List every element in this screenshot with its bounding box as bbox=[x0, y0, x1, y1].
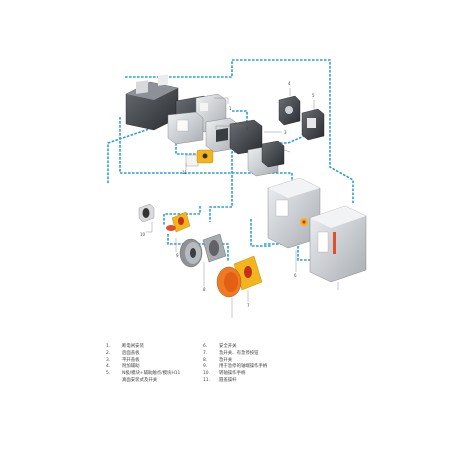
switch-main-unit bbox=[125, 74, 179, 131]
callout-1: 1 bbox=[229, 106, 232, 111]
legend-item: 8.急开关 bbox=[203, 357, 233, 363]
yellow-shaft-handle bbox=[185, 149, 214, 167]
callout-6: 6 bbox=[294, 273, 297, 278]
legend-item: 真面安装式及开关 bbox=[122, 377, 158, 383]
module-group-lower bbox=[247, 140, 285, 177]
callout-10: 10 bbox=[140, 232, 146, 237]
rotary-handle-small bbox=[138, 203, 155, 223]
module-group-top bbox=[167, 93, 227, 145]
legend-right: 6.安全开关 7.急开关、有急停按钮 8.急开关 9.用于急停的轴端操作手柄 1… bbox=[203, 344, 267, 385]
connector-line bbox=[209, 151, 249, 222]
small-enclosure-4 bbox=[278, 95, 301, 126]
connector-line bbox=[232, 110, 248, 121]
module-group-middle bbox=[205, 117, 263, 155]
legend-item: 11.圆盖操杆 bbox=[203, 377, 237, 383]
legend-item: 1.断电闸安装 bbox=[106, 344, 144, 349]
connector-line bbox=[119, 117, 293, 184]
legend-item: 3.平开盖板 bbox=[106, 357, 140, 363]
callout-leaders bbox=[146, 88, 339, 318]
small-enclosure-5 bbox=[301, 108, 325, 141]
connector-line bbox=[125, 59, 354, 203]
orange-emergency-disc bbox=[216, 255, 263, 298]
legend-item: 7.急开关、有急停按钮 bbox=[203, 350, 259, 356]
callout-8: 8 bbox=[203, 287, 206, 292]
legend-item: 9.用于急停的轴端操作手柄 bbox=[203, 364, 268, 370]
callout-3: 3 bbox=[284, 130, 287, 135]
callout-4: 4 bbox=[288, 81, 291, 86]
callout-11: 11 bbox=[182, 170, 188, 175]
legend-left: 1.断电闸安装 2.后面盖板 3.平开盖板 4.附加辅助 5.N极/模块+辅助触… bbox=[106, 344, 180, 385]
callout-9: 9 bbox=[176, 253, 179, 258]
callout-7: 7 bbox=[247, 303, 250, 308]
connector-line bbox=[107, 127, 153, 184]
emergency-stop-handle bbox=[166, 211, 191, 233]
callout-2: 2 bbox=[246, 126, 249, 131]
legend-item: 4.附加辅助 bbox=[106, 364, 140, 370]
legend-item: 6.安全开关 bbox=[203, 344, 237, 349]
connector-line bbox=[250, 219, 271, 247]
safety-switch-enclosure bbox=[267, 177, 321, 249]
legend-item: 10.转轴操作手柄 bbox=[203, 371, 246, 377]
grey-square-plate bbox=[202, 233, 227, 263]
legend-item: 2.后面盖板 bbox=[106, 350, 140, 356]
callout-5: 5 bbox=[312, 93, 315, 98]
legend-item: 5.N极/模块+辅助触点/模块H11 bbox=[106, 371, 181, 377]
grey-rotary-disc bbox=[179, 238, 203, 268]
emergency-switch-enclosure bbox=[309, 205, 367, 283]
